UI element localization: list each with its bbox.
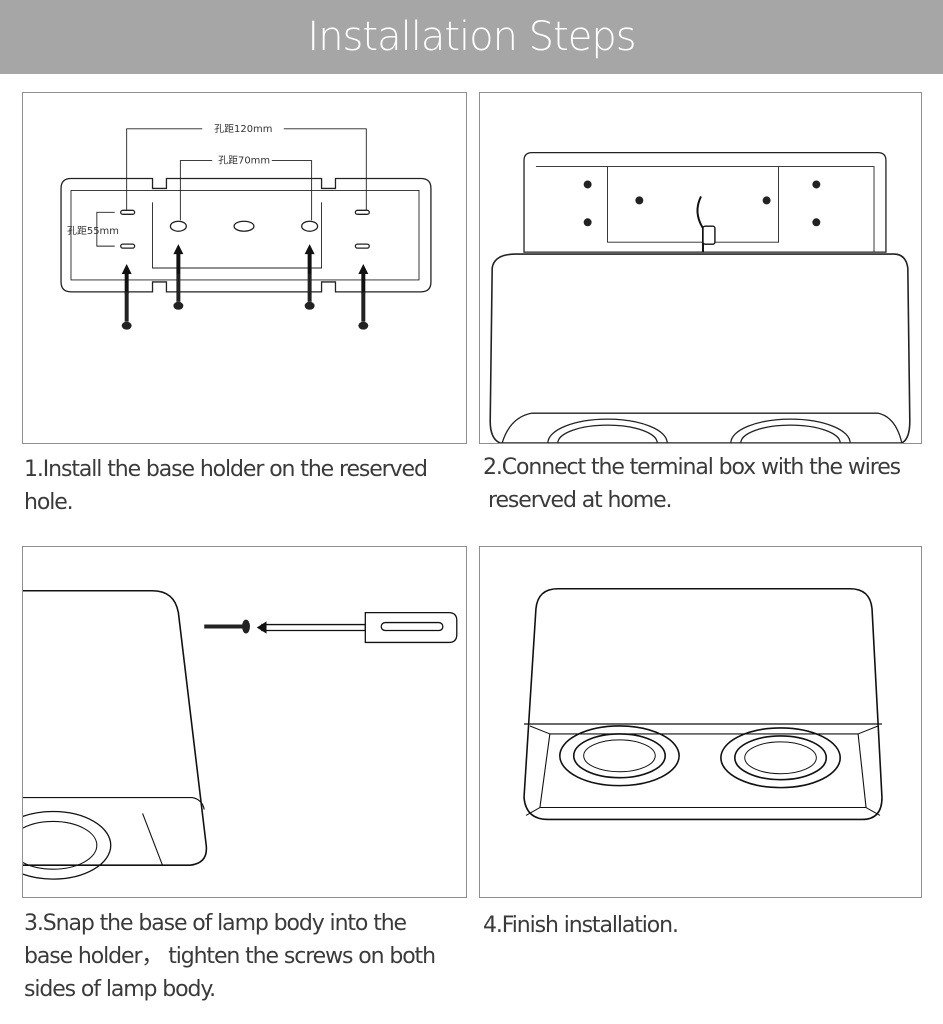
page-header: Installation Steps xyxy=(0,0,943,74)
terminal-box-diagram xyxy=(489,152,911,443)
terminal-box-icon xyxy=(696,195,716,253)
arrow-up-icon xyxy=(121,244,369,294)
step-3-illustration xyxy=(22,546,467,898)
step-2-caption: 2.Connect the terminal box with the wire… xyxy=(483,451,923,517)
dimension-55mm: 孔距55mm xyxy=(67,225,119,237)
step-2-illustration xyxy=(479,92,922,444)
step-1-caption: 1.Install the base holder on the reserve… xyxy=(24,453,464,519)
caption-line: 1.Install the base holder on the reserve… xyxy=(24,457,428,482)
page-title: Installation Steps xyxy=(307,14,636,60)
caption-line: reserved at home. xyxy=(488,488,673,513)
caption-line: sides of lamp body. xyxy=(24,977,216,1002)
step-1-illustration: 孔距120mm 孔距70mm 孔距55mm xyxy=(22,92,467,444)
step-4-illustration xyxy=(479,546,922,898)
screw-icon xyxy=(121,273,369,330)
screwdriver-icon xyxy=(256,611,458,644)
downlight-fixture-icon xyxy=(523,587,883,821)
screw-icon xyxy=(204,619,250,634)
step-3-caption: 3.Snap the base of lamp body into the ba… xyxy=(24,907,464,1006)
lamp-body-screw-diagram xyxy=(23,589,458,880)
step-4-caption: 4.Finish installation. xyxy=(483,909,923,942)
caption-line: 4.Finish installation. xyxy=(483,913,679,938)
caption-line: hole. xyxy=(24,490,74,515)
caption-line: base holder， tighten the screws on both xyxy=(24,944,436,969)
base-holder-diagram: 孔距120mm 孔距70mm 孔距55mm xyxy=(60,123,432,330)
caption-line: 3.Snap the base of lamp body into the xyxy=(24,911,407,936)
caption-line: 2.Connect the terminal box with the wire… xyxy=(483,455,901,480)
dimension-120mm: 孔距120mm xyxy=(214,123,272,135)
dimension-70mm: 孔距70mm xyxy=(218,155,270,167)
